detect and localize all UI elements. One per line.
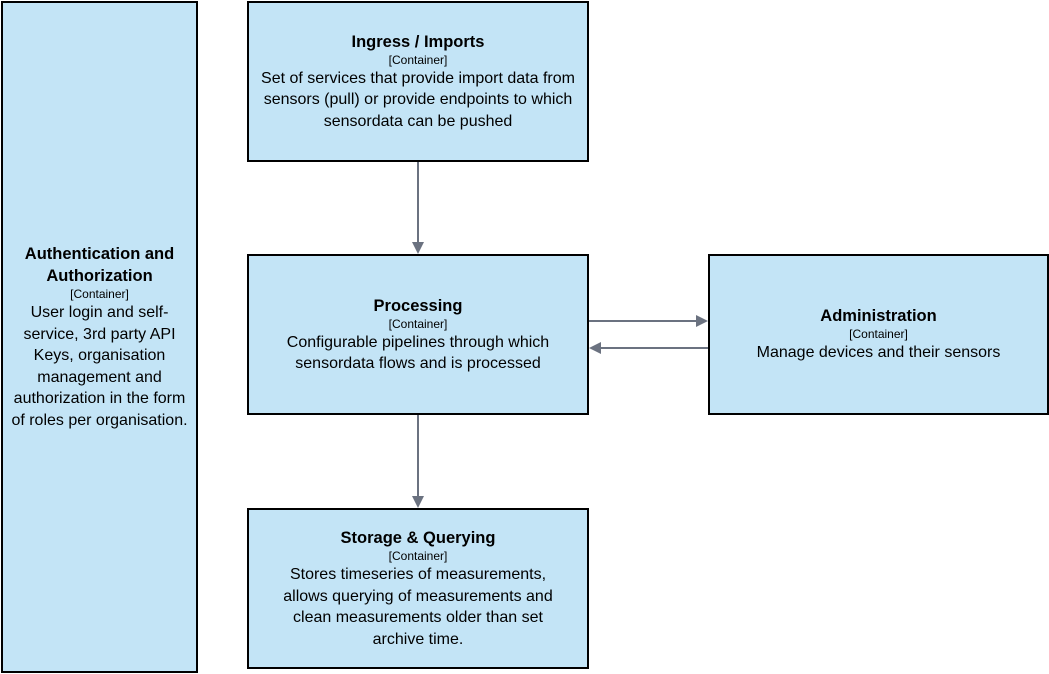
ingress-tag: [Container] bbox=[388, 52, 448, 67]
ingress-title: Ingress / Imports bbox=[351, 32, 485, 51]
admin-title: Administration bbox=[820, 307, 937, 326]
ingress-container-box[interactable]: Ingress / Imports [Container] Set of ser… bbox=[247, 1, 589, 162]
admin-container-box[interactable]: Administration [Container] Manage device… bbox=[708, 254, 1049, 415]
storage-tag: [Container] bbox=[388, 549, 448, 563]
auth-tag: [Container] bbox=[70, 287, 129, 301]
admin-tag: [Container] bbox=[849, 327, 908, 342]
processing-tag: [Container] bbox=[388, 316, 448, 331]
storage-title: Storage & Querying bbox=[340, 529, 496, 547]
ingress-description: Set of services that provide import data… bbox=[261, 69, 575, 130]
storage-container-box[interactable]: Storage & Querying [Container] Stores ti… bbox=[247, 508, 589, 669]
processing-description: Configurable pipelines through which sen… bbox=[286, 333, 550, 373]
admin-description: Manage devices and their sensors bbox=[756, 344, 1001, 362]
processing-container-box[interactable]: Processing [Container] Configurable pipe… bbox=[247, 254, 589, 415]
auth-container-box[interactable]: Authentication and Authorization [Contai… bbox=[1, 1, 198, 673]
storage-description: Stores timeseries of measurements, allow… bbox=[283, 566, 553, 648]
auth-description: User login and self-service, 3rd party A… bbox=[11, 304, 188, 429]
processing-title: Processing bbox=[373, 296, 463, 315]
auth-title: Authentication and Authorization bbox=[24, 245, 175, 285]
